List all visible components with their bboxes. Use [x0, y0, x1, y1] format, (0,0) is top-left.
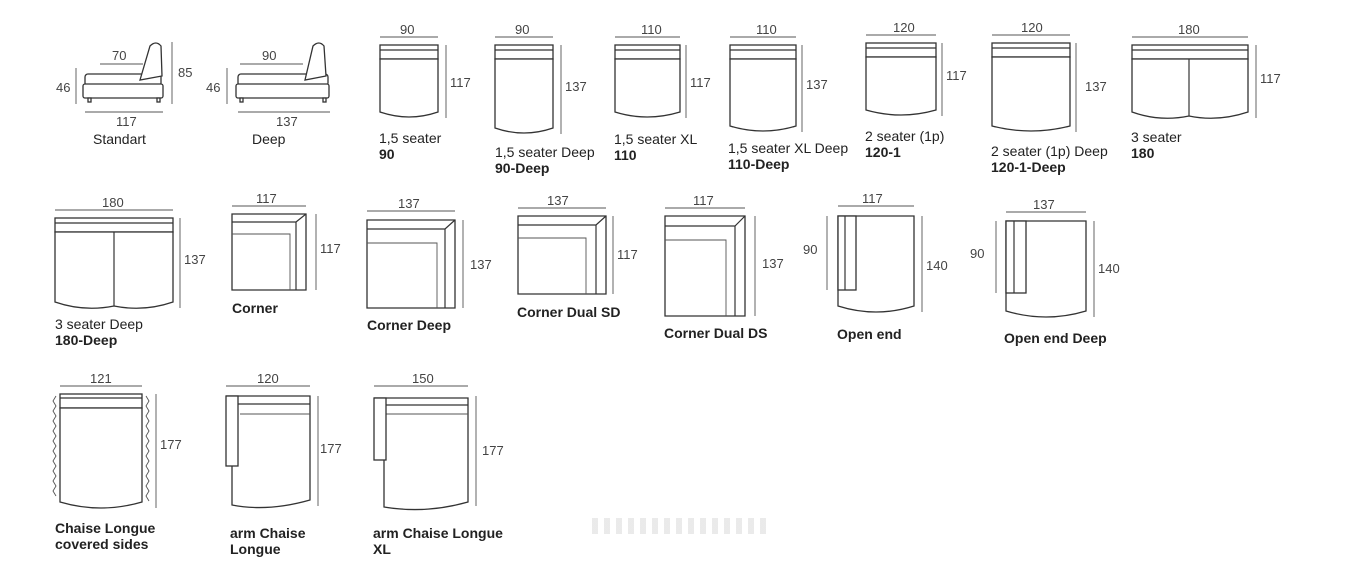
svg-text:120: 120 — [893, 20, 915, 35]
dim-height: 46 — [56, 80, 70, 95]
module-110-top-view: 110 117 — [614, 22, 711, 118]
label-standart: Standart — [93, 131, 146, 147]
dim-width: 70 — [112, 48, 126, 63]
label-open-end-deep: Open end Deep — [1004, 330, 1107, 346]
svg-text:137: 137 — [547, 193, 569, 208]
label-corner-dual-ds: Corner Dual DS — [664, 325, 768, 341]
label-arm-chaise: arm Chaise Longue — [230, 525, 306, 557]
svg-text:120: 120 — [1021, 20, 1043, 35]
svg-text:180: 180 — [1178, 22, 1200, 37]
svg-text:137: 137 — [1085, 79, 1107, 94]
dim-back: 85 — [178, 65, 192, 80]
module-120-1-top-view: 120 117 — [865, 20, 967, 116]
label-corner-dual-sd: Corner Dual SD — [517, 304, 621, 320]
module-open-end-top-view: 117 90 140 — [803, 191, 948, 313]
module-arm-chaise-xl-top-view: 150 177 — [373, 371, 504, 511]
svg-text:110: 110 — [756, 22, 777, 37]
dim-height: 46 — [206, 80, 220, 95]
svg-text:120: 120 — [257, 371, 279, 386]
svg-text:117: 117 — [617, 247, 638, 262]
module-arm-chaise-top-view: 120 177 — [225, 371, 342, 509]
svg-text:177: 177 — [320, 441, 342, 456]
faint-artifact — [592, 518, 772, 534]
label-deep: Deep — [252, 131, 286, 147]
svg-text:117: 117 — [256, 191, 277, 206]
module-corner-dual-ds-top-view: 117 137 — [664, 193, 784, 317]
svg-text:117: 117 — [862, 191, 883, 206]
label-corner: Corner — [232, 300, 278, 316]
module-chaise-covered-top-view: 121 177 — [52, 371, 182, 509]
svg-text:90: 90 — [400, 22, 414, 37]
svg-text:177: 177 — [160, 437, 182, 452]
svg-text:117: 117 — [320, 241, 341, 256]
svg-text:117: 117 — [946, 68, 967, 83]
dim-depth: 117 — [116, 114, 137, 129]
svg-text:117: 117 — [450, 75, 471, 90]
svg-text:177: 177 — [482, 443, 504, 458]
module-open-end-deep-top-view: 137 90 140 — [970, 197, 1120, 318]
standart-side-view: 70 46 85 117 — [56, 42, 192, 129]
svg-text:137: 137 — [184, 252, 206, 267]
svg-text:121: 121 — [90, 371, 112, 386]
svg-text:117: 117 — [1260, 71, 1281, 86]
label-chaise-covered: Chaise Longue covered sides — [55, 520, 156, 552]
module-corner-dual-sd-top-view: 137 117 — [517, 193, 638, 295]
svg-text:137: 137 — [806, 77, 828, 92]
svg-text:117: 117 — [690, 75, 711, 90]
module-120-1-deep-top-view: 120 137 — [991, 20, 1107, 132]
dim-depth: 137 — [276, 114, 298, 129]
label-120-1: 2 seater (1p)120-1 — [865, 128, 945, 160]
module-90-top-view: 90 117 — [379, 22, 471, 118]
module-180-top-view: 180 117 — [1131, 22, 1281, 119]
module-110-deep-top-view: 110 137 — [729, 22, 828, 132]
module-corner-deep-top-view: 137 137 — [366, 196, 492, 309]
module-180-deep-top-view: 180 137 — [54, 195, 206, 309]
svg-text:110: 110 — [641, 22, 662, 37]
svg-text:137: 137 — [1033, 197, 1055, 212]
svg-text:140: 140 — [926, 258, 948, 273]
label-corner-deep: Corner Deep — [367, 317, 452, 333]
dim-width: 90 — [262, 48, 276, 63]
label-arm-chaise-xl: arm Chaise Longue XL — [373, 525, 503, 557]
svg-text:90: 90 — [970, 246, 984, 261]
svg-text:180: 180 — [102, 195, 124, 210]
label-open-end: Open end — [837, 326, 902, 342]
svg-text:137: 137 — [398, 196, 420, 211]
svg-text:137: 137 — [470, 257, 492, 272]
deep-side-view: 90 46 137 — [206, 42, 330, 129]
svg-text:137: 137 — [565, 79, 587, 94]
svg-text:90: 90 — [515, 22, 529, 37]
svg-text:150: 150 — [412, 371, 434, 386]
svg-text:90: 90 — [803, 242, 817, 257]
module-90-deep-top-view: 90 137 — [494, 22, 587, 134]
module-corner-top-view: 117 117 — [231, 191, 341, 291]
svg-text:137: 137 — [762, 256, 784, 271]
svg-text:117: 117 — [693, 193, 714, 208]
svg-text:140: 140 — [1098, 261, 1120, 276]
